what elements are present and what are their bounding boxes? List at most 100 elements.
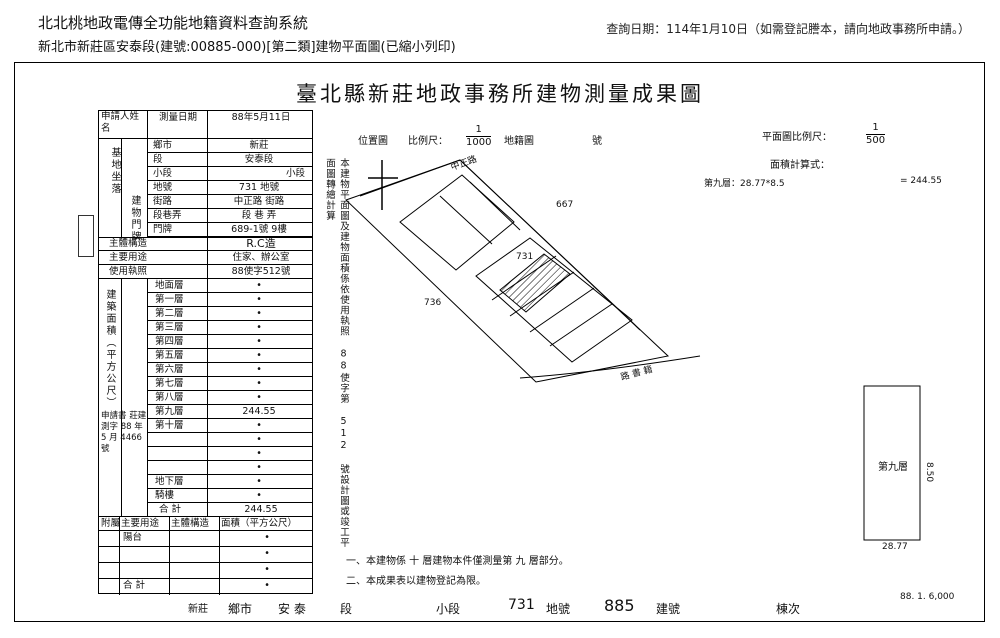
attach-header-0: 附屬建物 [101,518,119,529]
row-value-lane: 段 巷 弄 [241,210,277,221]
floor-label: 第七層 [155,378,184,389]
row-label-lane: 段巷弄 [153,210,182,221]
survey-date-label: 測量日期 [158,112,197,123]
map-no-label: 號 [592,136,602,147]
header-system-title: 北北桃地政電傳全功能地籍資料查詢系統 [38,14,309,32]
row-label-landno: 地號 [153,182,173,193]
building-line-5 [529,287,595,333]
location-scale-den: 1000 [466,137,492,148]
usage-value: 住家、辦公室 [232,252,290,263]
document-title: 臺北縣新莊地政事務所建物測量成果圖 [296,82,704,106]
floor-value: • [256,378,262,389]
applicant-label: 申請人姓名 [101,111,140,134]
parcel-no-2: 667 [556,200,574,210]
floor-value: • [256,308,262,319]
surveyed-unit-hatch [499,253,571,313]
attach-header-1: 主要用途 [121,518,160,529]
attach-header-3: 面積（平方公尺） [221,518,298,529]
floor-row: 第五層 • [147,349,312,363]
floor-value: • [256,350,262,361]
info-table: 申請人姓名 測量日期 88年5月11日 基地坐落 建物門牌 鄉市 新莊 段 安泰… [98,110,313,595]
floor-value: • [256,392,262,403]
floor-row: • [147,447,312,461]
road-edge-bottom [519,355,701,379]
floor-label: 第三層 [155,322,184,333]
floor-label: 第九層 [155,406,184,417]
floor-row: 騎樓• [147,489,312,503]
attach-header-2: 主體構造 [171,518,210,529]
building-line-2 [469,181,521,231]
total-label: 合 計 [159,504,182,515]
floor-label: 第一層 [155,294,184,305]
vertical-note: 本建物平面圖及建物面積係依使用執照 88使字第 512 號設計圖或竣工平面圖轉繪… [324,158,349,548]
floor-value: 244.55 [242,406,276,417]
floor-label: 第四層 [155,336,184,347]
attach-use-0: 陽台 [123,532,143,543]
building-line-6 [549,303,613,347]
area-calc-label: 面積計算式： [770,160,830,171]
footer-city: 新莊 [188,604,208,615]
floor-plan-scale-fraction: 1 500 [866,122,886,147]
footer-bldg-suffix: 建號 [656,602,681,616]
floor-label: 地面層 [155,280,184,291]
floor-label: 第六層 [155,364,184,375]
floor-plan-rect [863,385,921,541]
structure-label: 主體構造 [109,238,148,249]
floor-value: • [256,434,262,445]
floor-row: 第二層 • [147,307,312,321]
row-label-street: 街路 [153,196,173,207]
calc-line-right: = 244.55 [900,176,942,186]
footer-land-no: 731 [508,597,535,613]
floor-row: 第七層 • [147,377,312,391]
attach-value-3: • [264,580,270,591]
footer-bldg-no: 885 [604,596,635,615]
location-scale-fraction: 1 1000 [466,124,492,149]
floor-row: • [147,433,312,447]
footer-floor-suffix: 棟次 [776,602,801,616]
floor-row: 第一層• [147,293,312,307]
floor-plan-scale-label: 平面圖比例尺： [762,132,832,143]
attach-value-2: • [264,564,270,575]
note-2: 二、本成果表以建物登記為限。 [346,576,486,587]
parcel-no-3: 736 [424,298,442,308]
row-value-door: 689-1號 9樓 [231,224,287,235]
floor-value: • [256,322,262,333]
note-1: 一、本建物係 十 層建物本件僅測量第 九 層部分。 [346,556,569,567]
parcel-no-1: 731 [516,252,534,262]
floor-row: • [147,461,312,475]
header-subtitle: 新北市新莊區安泰段(建號:00885-000)[第二類]建物平面圖(已縮小列印) [38,40,456,55]
floor-label: 第五層 [155,350,184,361]
building-block-upper [399,174,515,271]
floor-value: • [256,420,262,431]
floor-row: 地面層 • [147,279,312,293]
calc-line-left: 第九層：28.77*8.5 [704,179,785,189]
footer-section: 安 泰 [278,602,306,616]
land-location-label: 基地坐落 [109,147,120,195]
floor-row: 第八層• [147,391,312,405]
total-value: 244.55 [244,504,278,515]
footer-city-suffix: 鄉市 [228,602,253,616]
floor-row: 第九層 244.55 [147,405,312,419]
floor-row: 第六層• [147,363,312,377]
floor-label: 地下層 [155,476,184,487]
floor-plan-label: 第九層 [878,462,908,473]
floor-label: 第二層 [155,308,184,319]
footer-land-suffix: 地號 [546,602,571,616]
attach-use-3: 合 計 [123,580,146,591]
survey-date-value: 88年5月11日 [231,112,291,123]
floor-row: 第四層 • [147,335,312,349]
building-area-label: 建築面積（平方公尺） [104,289,115,409]
floor-value: • [256,336,262,347]
row-value-street: 中正路 街路 [233,196,285,207]
floor-value: • [256,280,262,291]
door-number-label: 建物門牌 [129,195,140,243]
floor-value: • [256,490,262,501]
floor-value: • [256,462,262,473]
row-label-subsection: 小段 [153,168,173,179]
location-map-label: 位置圖 [358,136,388,147]
map-sheet-label: 地籍圖 [504,136,534,147]
floor-plan-dim-right: 8.50 [924,462,934,483]
parcel-boundary-right [459,159,641,331]
floor-value: • [256,476,262,487]
